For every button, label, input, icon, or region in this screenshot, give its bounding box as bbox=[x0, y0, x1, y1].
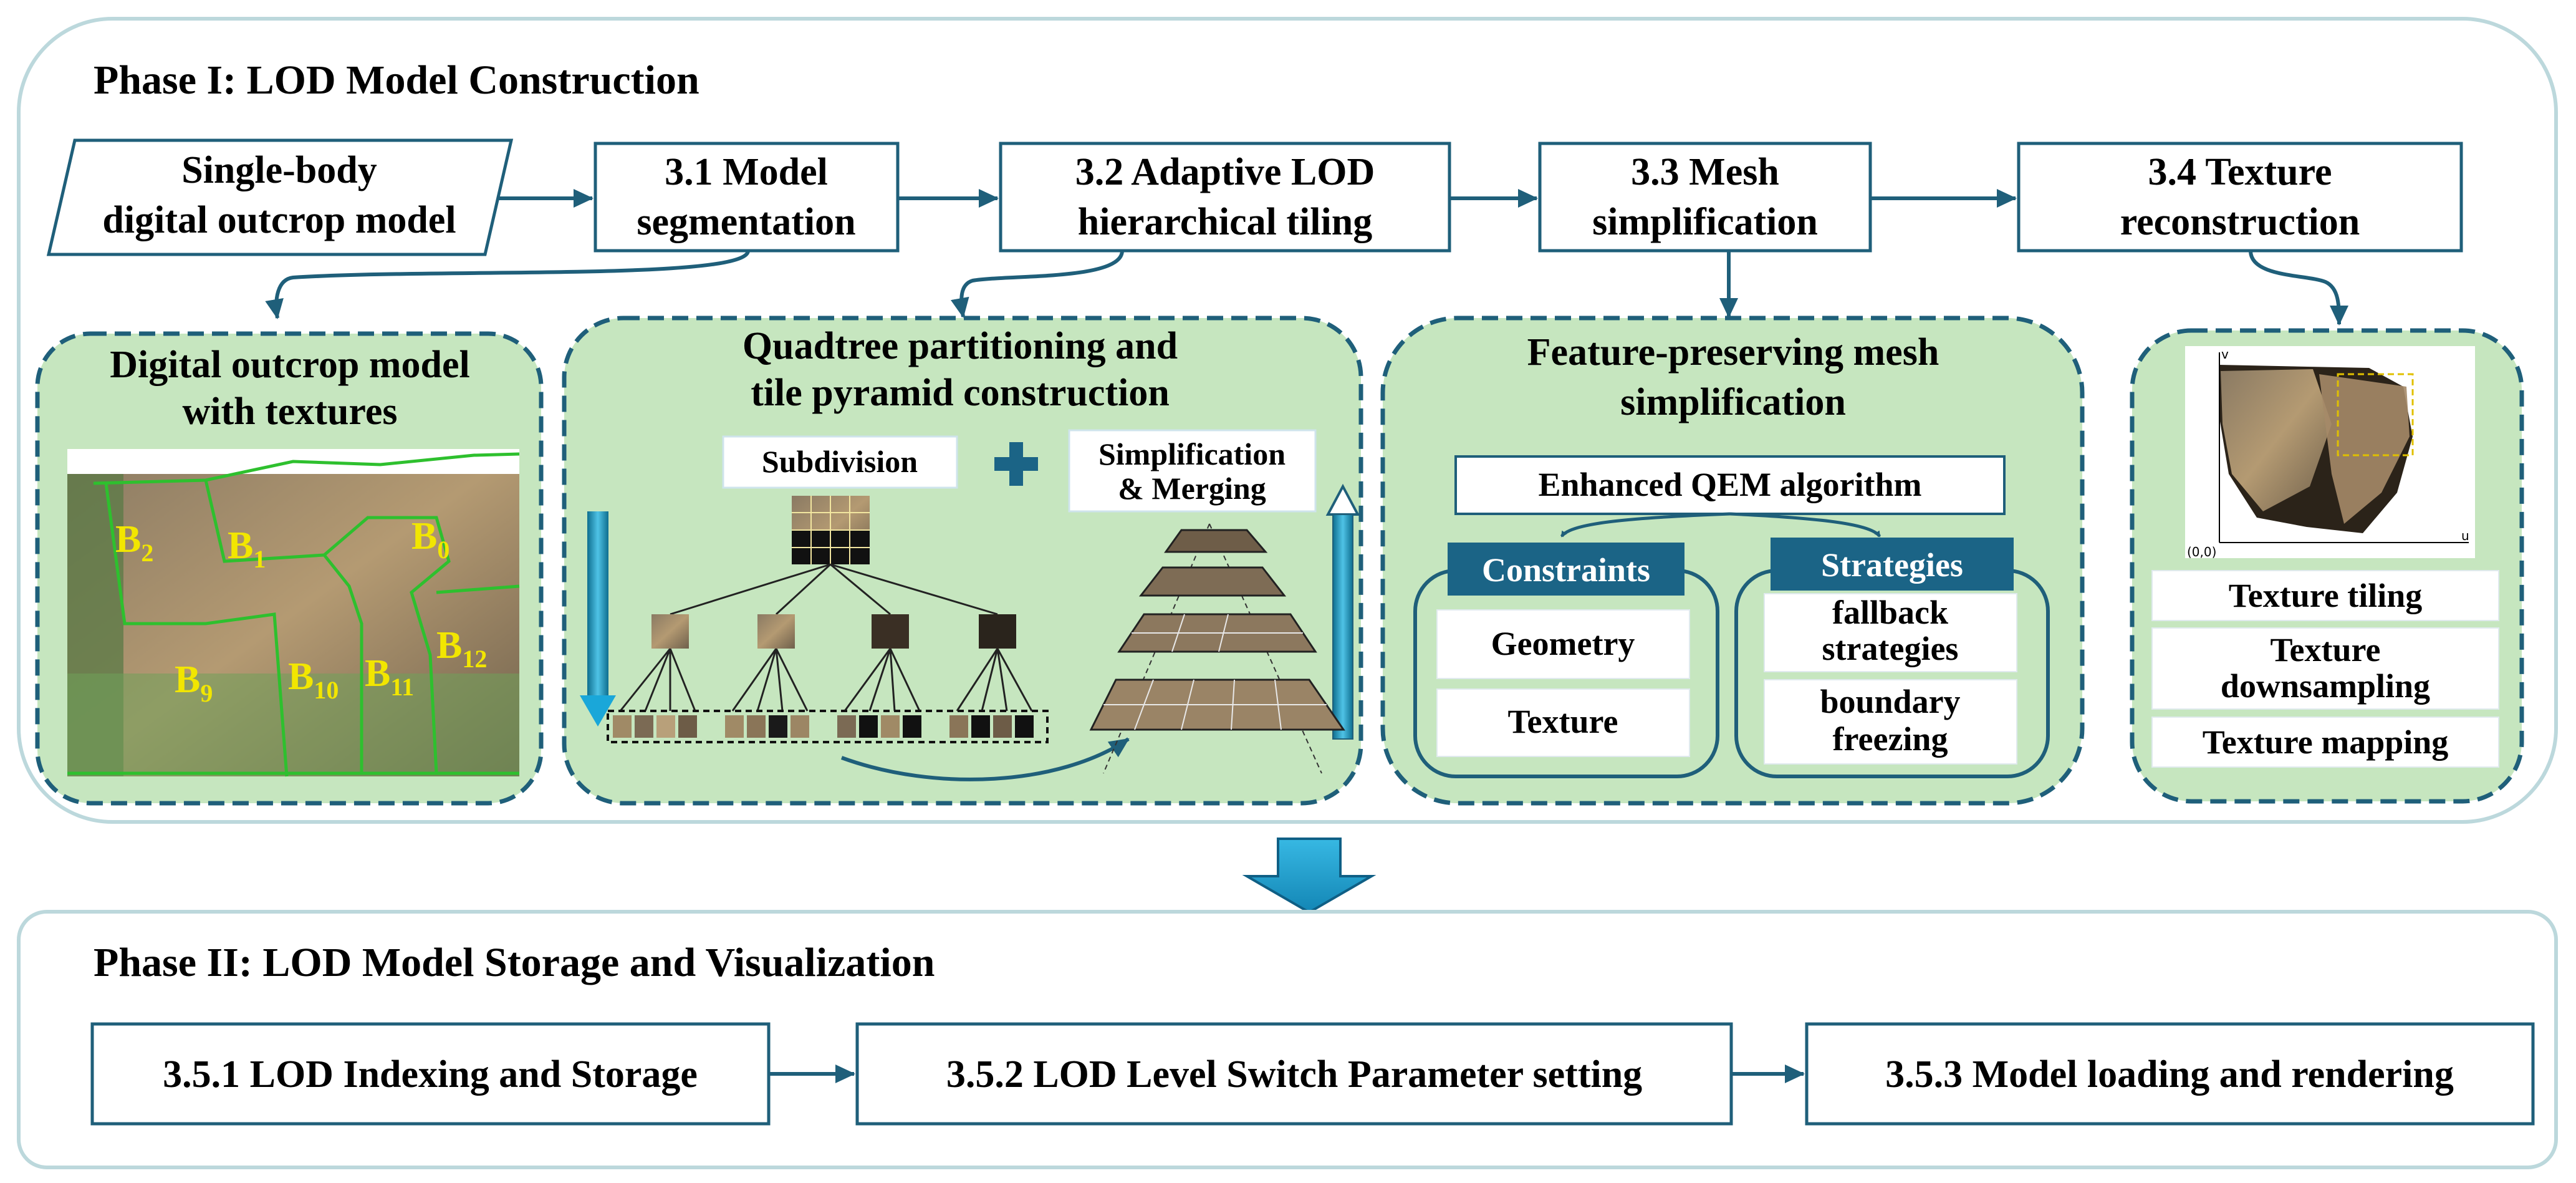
svg-text:downsampling: downsampling bbox=[2221, 667, 2430, 705]
tile-pyramid bbox=[1089, 523, 1345, 774]
svg-text:3.4 Texture: 3.4 Texture bbox=[2148, 151, 2332, 193]
svg-text:3.5.3 Model loading and render: 3.5.3 Model loading and rendering bbox=[1885, 1053, 2454, 1096]
svg-text:segmentation: segmentation bbox=[637, 201, 855, 243]
step-texture-reconstruction: 3.4 Texture reconstruction bbox=[2017, 142, 2463, 253]
svg-text:digital outcrop model: digital outcrop model bbox=[102, 199, 456, 241]
svg-text:with textures: with textures bbox=[183, 390, 398, 433]
qem-algorithm-box bbox=[1454, 455, 2006, 515]
svg-text:(0,0): (0,0) bbox=[2187, 544, 2216, 559]
merging-up-arrow bbox=[1325, 483, 1360, 740]
svg-text:Texture mapping: Texture mapping bbox=[2203, 723, 2449, 761]
phase-transition-arrow bbox=[1242, 838, 1377, 914]
svg-text:3.5.1 LOD Indexing and Storage: 3.5.1 LOD Indexing and Storage bbox=[163, 1053, 698, 1096]
block-label-b0: B0 bbox=[411, 515, 449, 564]
step-adaptive-lod-tiling: 3.2 Adaptive LOD hierarchical tiling bbox=[999, 142, 1451, 253]
step-lod-switch-parameter: 3.5.2 LOD Level Switch Parameter setting bbox=[855, 1022, 1733, 1126]
block-label-b9: B9 bbox=[175, 659, 213, 707]
svg-text:reconstruction: reconstruction bbox=[2120, 201, 2360, 243]
svg-text:fallback: fallback bbox=[1832, 594, 1948, 631]
svg-text:Quadtree partitioning and: Quadtree partitioning and bbox=[743, 325, 1178, 367]
step-model-loading-rendering: 3.5.3 Model loading and rendering bbox=[1805, 1022, 2535, 1126]
svg-text:Texture: Texture bbox=[1507, 703, 1618, 740]
svg-text:& Merging: & Merging bbox=[1118, 471, 1266, 506]
svg-text:Texture: Texture bbox=[2270, 631, 2380, 669]
block-label-b10: B10 bbox=[288, 655, 339, 704]
svg-text:boundary: boundary bbox=[1820, 683, 1960, 720]
subdivision-down-arrow bbox=[580, 511, 616, 727]
outcrop-image bbox=[67, 449, 520, 777]
panel-mesh-simplification: Feature-preserving mesh simplification E… bbox=[1380, 316, 2085, 806]
phase2-title: Phase II: LOD Model Storage and Visualiz… bbox=[94, 940, 935, 985]
svg-text:Strategies: Strategies bbox=[1821, 546, 1963, 584]
svg-text:simplification: simplification bbox=[1592, 201, 1818, 243]
strategies-header bbox=[1771, 538, 2014, 591]
svg-text:freezing: freezing bbox=[1833, 720, 1948, 758]
svg-text:3.1 Model: 3.1 Model bbox=[665, 151, 828, 193]
svg-text:Feature-preserving mesh: Feature-preserving mesh bbox=[1527, 331, 1939, 374]
svg-text:tile pyramid construction: tile pyramid construction bbox=[751, 372, 1170, 414]
texture-tiling-box bbox=[2151, 570, 2499, 621]
svg-text:hierarchical tiling: hierarchical tiling bbox=[1078, 201, 1372, 243]
block-label-b11: B11 bbox=[365, 652, 414, 701]
constraint-texture bbox=[1436, 688, 1690, 757]
strategy-boundary-freezing bbox=[1764, 679, 2017, 765]
subdivision-label-box bbox=[722, 435, 958, 489]
phase1-title: Phase I: LOD Model Construction bbox=[94, 57, 699, 103]
svg-text:strategies: strategies bbox=[1822, 630, 1959, 667]
step-lod-indexing-storage: 3.5.1 LOD Indexing and Storage bbox=[90, 1022, 771, 1126]
block-label-b12: B12 bbox=[436, 624, 487, 673]
svg-text:simplification: simplification bbox=[1620, 381, 1846, 423]
svg-text:Simplification: Simplification bbox=[1098, 437, 1286, 471]
svg-text:3.3 Mesh: 3.3 Mesh bbox=[1631, 151, 1779, 193]
panel-texture: v u (0,0) Texture tiling Texture downsam… bbox=[2130, 328, 2524, 804]
svg-text:Subdivision: Subdivision bbox=[762, 444, 918, 479]
svg-text:Digital outcrop model: Digital outcrop model bbox=[110, 344, 470, 386]
block-label-b2: B2 bbox=[115, 518, 153, 567]
svg-text:Constraints: Constraints bbox=[1482, 551, 1650, 589]
quadtree-leaf-tiles bbox=[607, 710, 1049, 743]
block-label-b1: B1 bbox=[228, 524, 266, 573]
strategy-fallback bbox=[1764, 593, 2017, 672]
svg-text:Geometry: Geometry bbox=[1491, 625, 1635, 662]
texture-downsampling-box bbox=[2151, 627, 2499, 710]
quadtree-root-tile bbox=[792, 496, 870, 564]
step-model-segmentation: 3.1 Model segmentation bbox=[594, 142, 900, 253]
constraint-geometry bbox=[1436, 609, 1690, 679]
step-mesh-simplification: 3.3 Mesh simplification bbox=[1538, 142, 1872, 253]
input-data-node: Single-body digital outcrop model bbox=[46, 138, 514, 256]
svg-text:u: u bbox=[2461, 528, 2469, 543]
svg-text:Enhanced QEM algorithm: Enhanced QEM algorithm bbox=[1538, 466, 1921, 503]
constraints-header bbox=[1448, 543, 1684, 596]
merging-label-box bbox=[1068, 429, 1317, 513]
texture-atlas-image: v u (0,0) bbox=[2185, 346, 2475, 559]
svg-text:3.2 Adaptive LOD: 3.2 Adaptive LOD bbox=[1075, 151, 1375, 193]
texture-mapping-box bbox=[2151, 717, 2499, 768]
panel-digital-outcrop: Digital outcrop model with textures B2 B… bbox=[35, 331, 544, 806]
panel-quadtree: Quadtree partitioning and tile pyramid c… bbox=[562, 316, 1363, 806]
svg-text:Single-body: Single-body bbox=[181, 149, 377, 191]
merge-curve-arrow bbox=[840, 737, 1130, 781]
svg-text:v: v bbox=[2221, 347, 2229, 362]
quadtree-links bbox=[619, 563, 1033, 712]
plus-icon bbox=[994, 442, 1038, 486]
quadtree-level1-tiles bbox=[651, 614, 1016, 649]
flow-arrows-phase1 bbox=[265, 189, 2348, 326]
svg-text:3.5.2 LOD Level Switch Parame: 3.5.2 LOD Level Switch Parameter setting bbox=[946, 1053, 1642, 1096]
svg-text:Texture tiling: Texture tiling bbox=[2229, 577, 2423, 614]
